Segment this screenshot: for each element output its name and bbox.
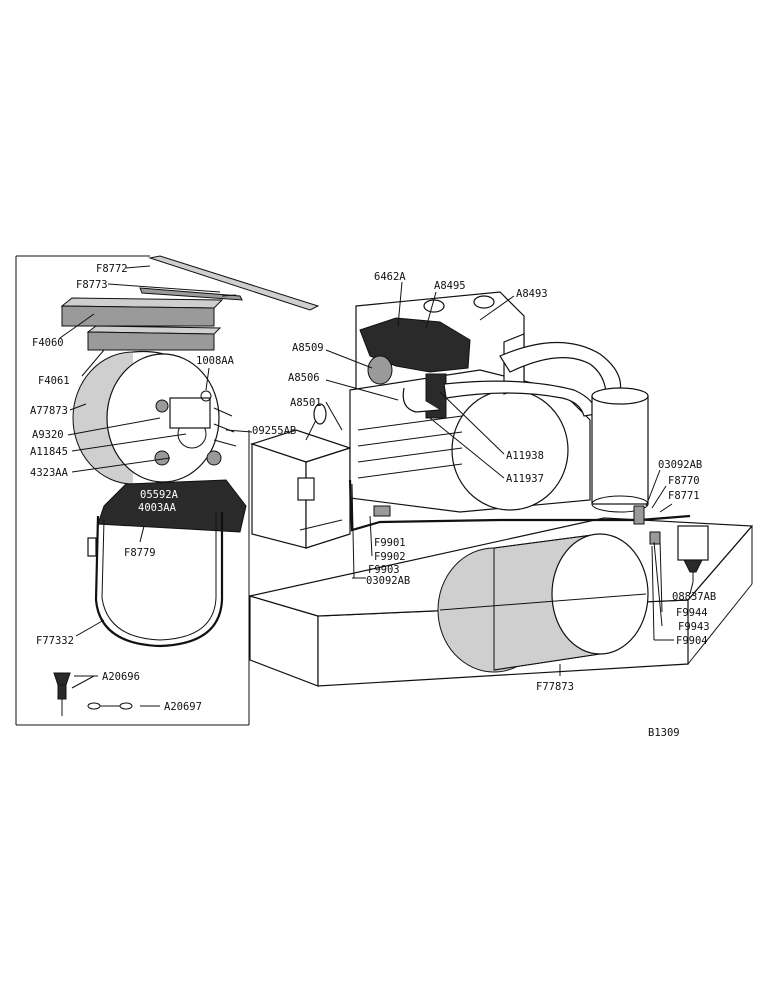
label-08837ab: 08837AB bbox=[672, 591, 716, 603]
engine-block bbox=[349, 291, 591, 513]
label-a9320: A9320 bbox=[32, 429, 64, 441]
label-4003aa: 4003AA bbox=[138, 502, 177, 514]
small-fittings bbox=[53, 672, 133, 716]
label-a8501: A8501 bbox=[290, 397, 322, 409]
label-f9902: F9902 bbox=[374, 551, 406, 563]
label-05592a: 05592A bbox=[140, 489, 179, 501]
label-f8779: F8779 bbox=[124, 547, 156, 559]
label-a8493: A8493 bbox=[516, 288, 548, 300]
label-f9943: F9943 bbox=[678, 621, 710, 633]
label-a8509: A8509 bbox=[292, 342, 324, 354]
fuel-line bbox=[348, 479, 691, 579]
inset-panel bbox=[15, 255, 250, 726]
fuel-filter bbox=[649, 525, 709, 582]
label-f4061: F4061 bbox=[38, 375, 70, 387]
label-4323aa: 4323AA bbox=[30, 467, 69, 479]
label-03092ab-right: 03092AB bbox=[658, 459, 702, 471]
label-f8772: F8772 bbox=[96, 263, 128, 275]
label-a20696: A20696 bbox=[102, 671, 140, 683]
label-6462a: 6462A bbox=[374, 271, 406, 283]
label-03092ab-bottom: 03092AB bbox=[366, 575, 410, 587]
label-a8506: A8506 bbox=[288, 372, 320, 384]
label-f77873: F77873 bbox=[536, 681, 574, 693]
rail-strip bbox=[139, 255, 320, 311]
diagram-id: B1309 bbox=[648, 727, 680, 739]
air-cleaner bbox=[443, 341, 649, 513]
label-f9944: F9944 bbox=[676, 607, 708, 619]
label-f8773: F8773 bbox=[76, 279, 108, 291]
part-labels: F8772 F8773 F4060 F4061 1008AA A77873 A9… bbox=[30, 263, 716, 739]
tank-strap bbox=[87, 479, 247, 648]
label-a11845: A11845 bbox=[30, 446, 68, 458]
label-a77873: A77873 bbox=[30, 405, 68, 417]
label-f9901: F9901 bbox=[374, 537, 406, 549]
label-f8770: F8770 bbox=[668, 475, 700, 487]
label-f4060: F4060 bbox=[32, 337, 64, 349]
label-f77332: F77332 bbox=[36, 635, 74, 647]
main-fuel-tank bbox=[437, 533, 649, 673]
label-f9903: F9903 bbox=[368, 564, 400, 576]
control-box bbox=[250, 403, 352, 549]
label-a8495: A8495 bbox=[434, 280, 466, 292]
label-1008aa: 1008AA bbox=[196, 355, 235, 367]
label-f8771: F8771 bbox=[668, 490, 700, 502]
tank-assembly bbox=[72, 350, 237, 485]
leader-lines bbox=[59, 265, 694, 707]
label-09255ab: 09255AB bbox=[252, 425, 296, 437]
wood-blocks bbox=[60, 297, 224, 351]
label-f9904: F9904 bbox=[676, 635, 708, 647]
label-a11938: A11938 bbox=[506, 450, 544, 462]
label-a20697: A20697 bbox=[164, 701, 202, 713]
label-a11937: A11937 bbox=[506, 473, 544, 485]
